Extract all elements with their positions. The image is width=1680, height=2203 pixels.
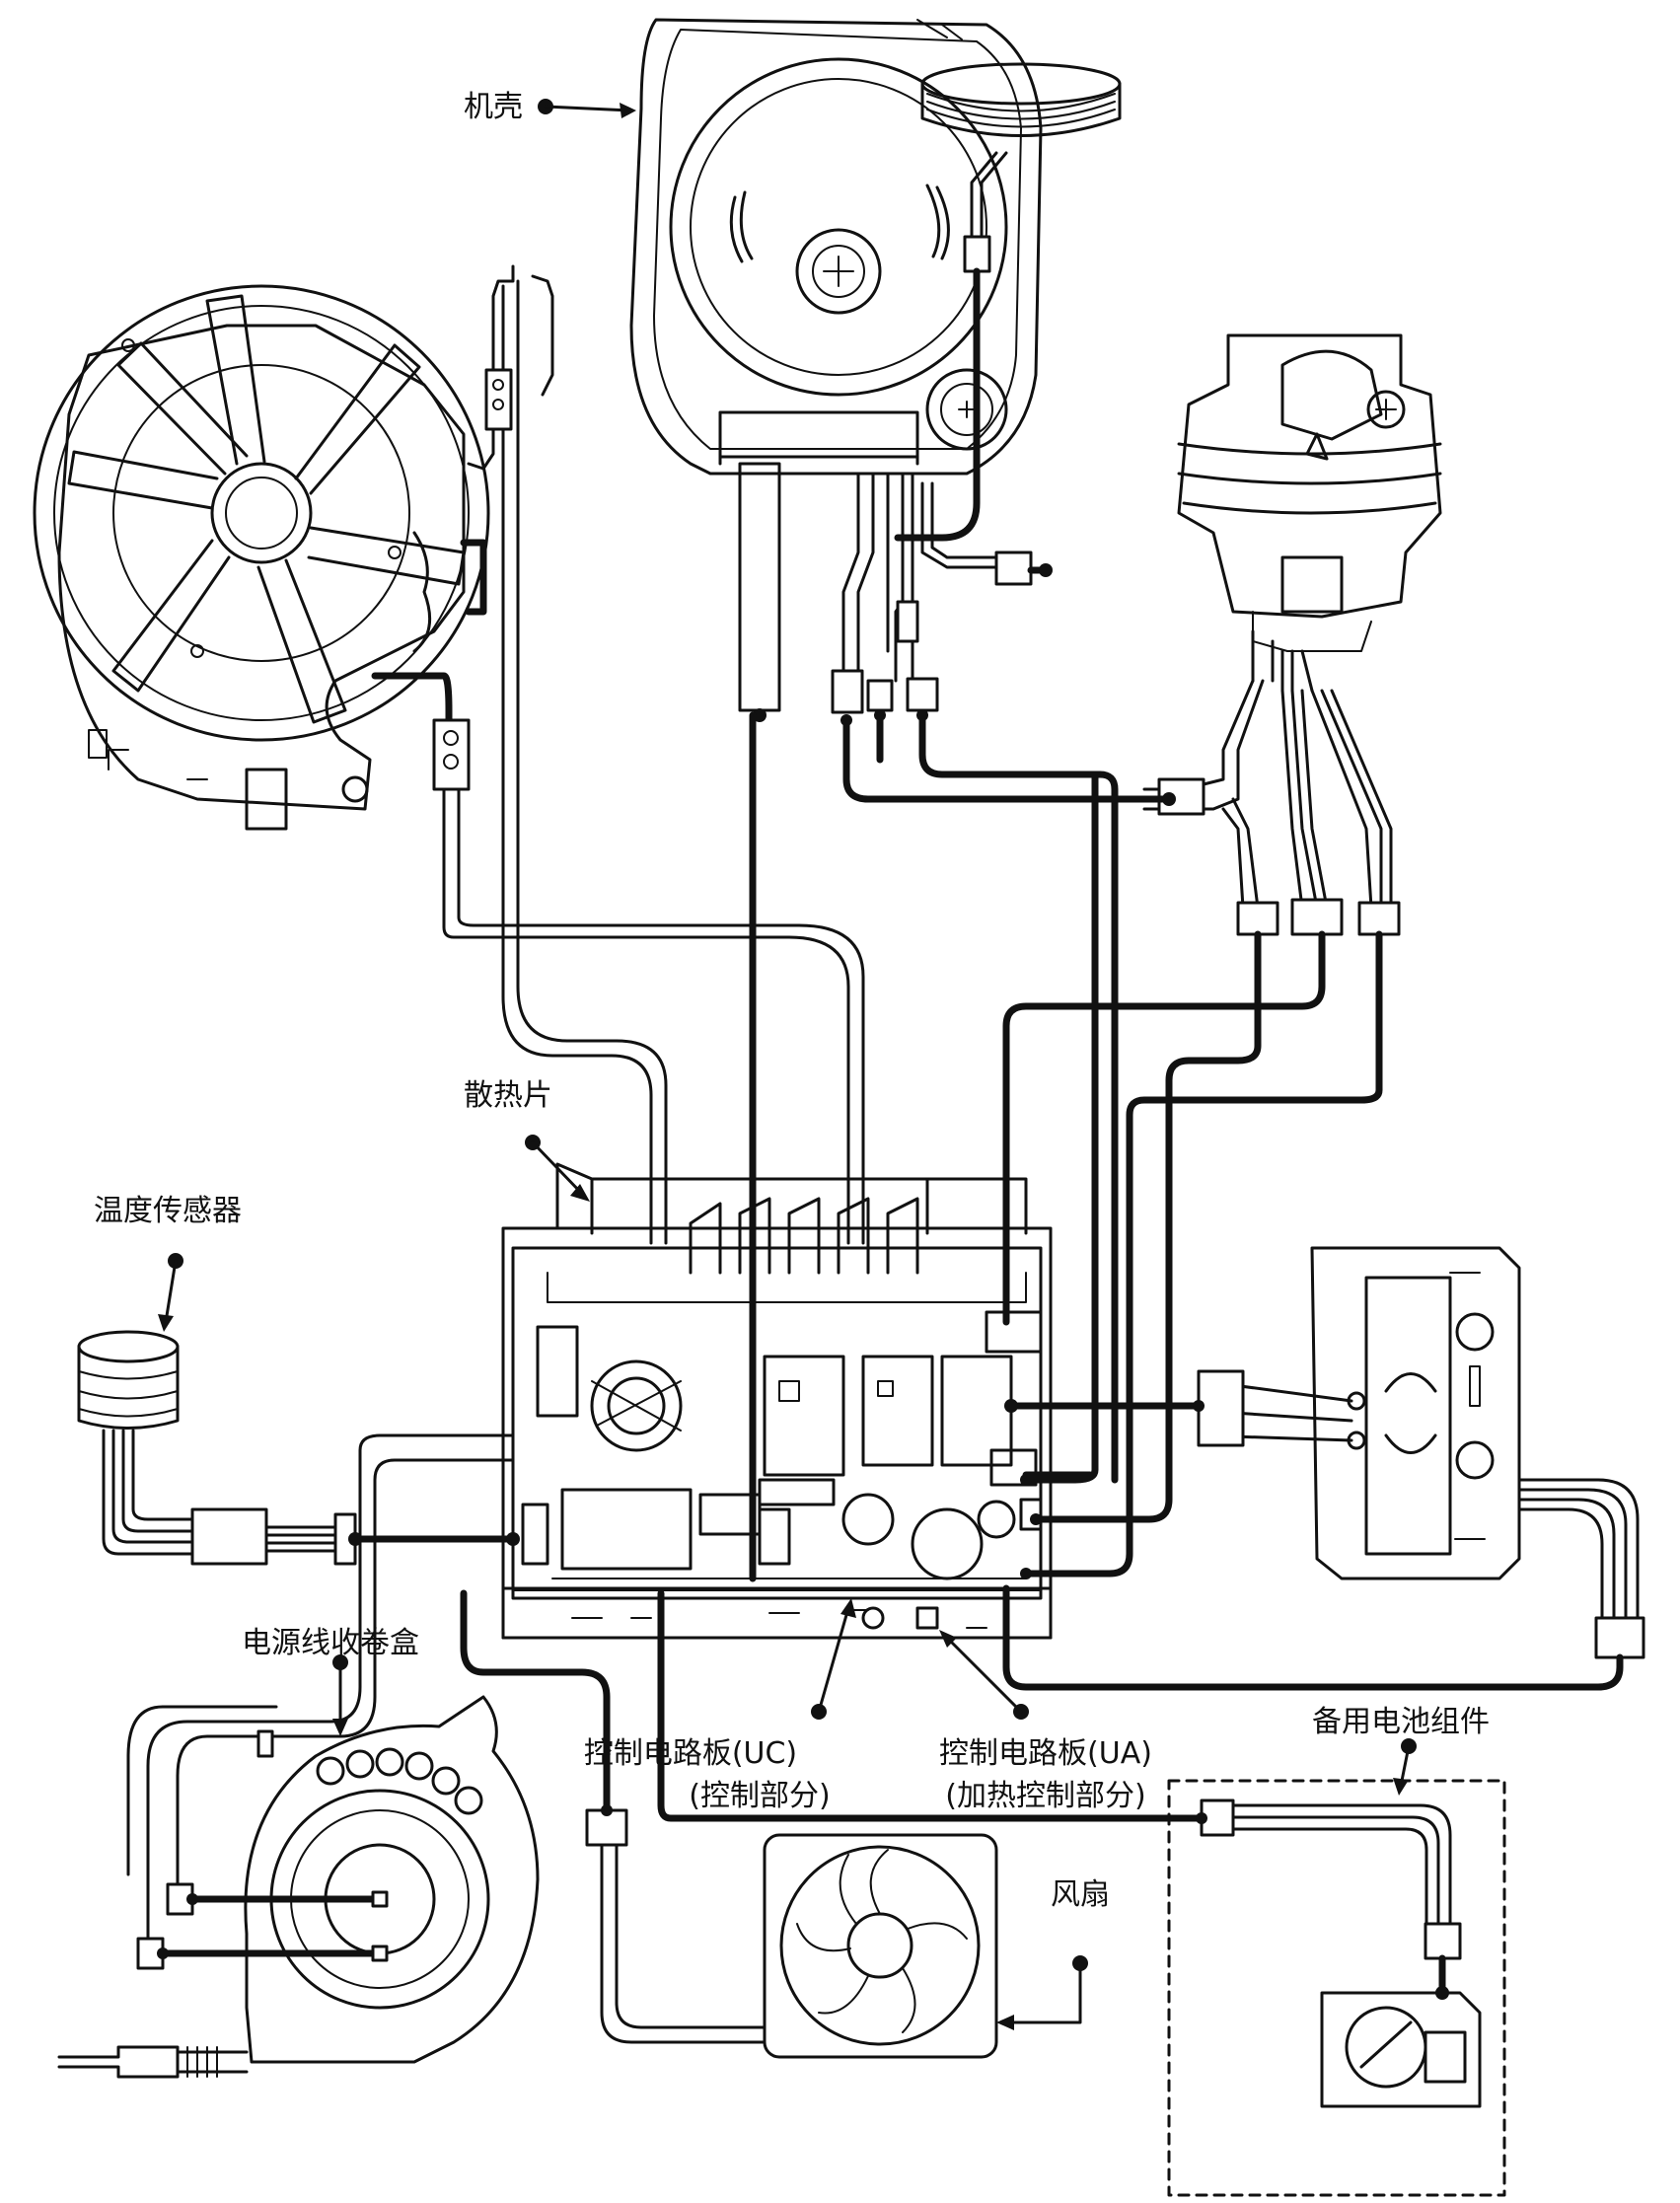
housing-wiring	[738, 462, 1176, 1484]
label-control-board-ua: 控制电路板(UA)	[939, 1736, 1152, 1771]
label-backup-battery: 备用电池组件	[1312, 1705, 1490, 1739]
label-housing: 机壳	[464, 90, 523, 124]
long-cables	[371, 264, 865, 1582]
control-board	[501, 1162, 1053, 1640]
label-cord-reel: 电源线收卷盒	[242, 1626, 419, 1660]
label-control-board-uc-sub: (控制部分)	[689, 1779, 830, 1813]
backup-battery-unit	[657, 1589, 1506, 2197]
housing-unit	[629, 18, 1043, 476]
heating-coil	[894, 62, 1122, 542]
cord-reel	[57, 1433, 540, 2079]
label-control-board-uc: 控制电路板(UC)	[584, 1736, 797, 1771]
pump-motor-unit	[1177, 333, 1442, 693]
pump-harness	[1142, 679, 1401, 936]
temperature-sensor	[77, 1330, 520, 1566]
label-heat-sink: 散热片	[464, 1078, 552, 1113]
motor-assembly	[33, 284, 490, 831]
label-fan: 风扇	[1051, 1877, 1110, 1912]
operation-panel	[1002, 1246, 1645, 1691]
label-leaders	[158, 99, 1417, 2030]
cooling-fan	[460, 1589, 998, 2059]
label-control-board-ua-sub: (加热控制部分)	[945, 1779, 1145, 1813]
label-temperature-sensor: 温度传感器	[94, 1194, 242, 1228]
board-harness	[1002, 930, 1383, 1579]
